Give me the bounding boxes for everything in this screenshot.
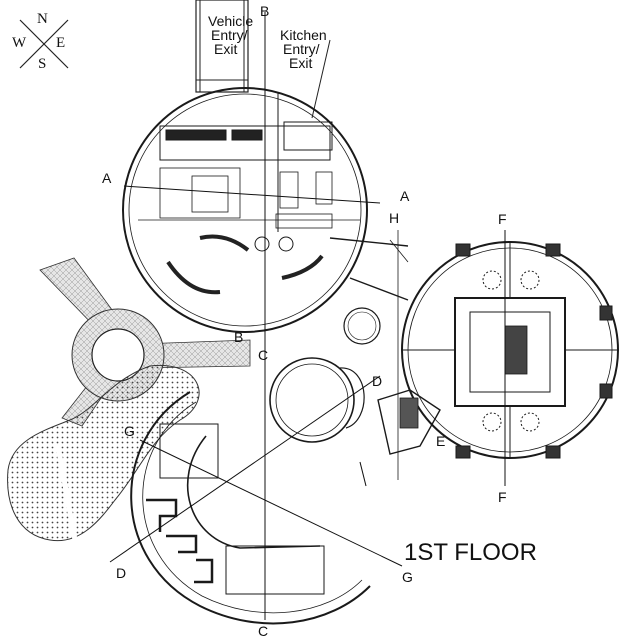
- social-library-building: [130, 391, 371, 625]
- compass-south-label: S: [38, 56, 46, 72]
- section-marker-f-bottom: F: [498, 489, 507, 505]
- compass-north-label: N: [37, 11, 48, 27]
- vehicle-entry-line-3: Exit: [214, 41, 237, 57]
- section-marker-g-right: G: [402, 569, 413, 585]
- vehicle-corridor: [195, 0, 249, 93]
- kitchen-entry-line-2: Entry/: [283, 41, 320, 57]
- floor-title: 1ST FLOOR: [404, 539, 537, 566]
- kitchen-entry-line-1: Kitchen: [280, 27, 327, 43]
- kitchen-dining-building: [122, 87, 368, 333]
- section-marker-a-left: A: [102, 170, 112, 186]
- compass-west-label: W: [12, 35, 27, 51]
- vehicle-entry-line-2: Entry/: [211, 27, 248, 43]
- section-marker-c-bottom: C: [258, 623, 268, 639]
- pond: [7, 364, 200, 542]
- section-marker-h: H: [389, 210, 399, 226]
- section-marker-b-mid: B: [234, 329, 243, 345]
- section-marker-b-top: B: [260, 3, 269, 19]
- vehicle-entry-line-1: Vehicle: [208, 13, 253, 29]
- link-corridor: [329, 230, 409, 480]
- section-marker-d-left: D: [116, 565, 126, 581]
- bedroom-building: [401, 241, 619, 459]
- compass-rose: N S E W: [12, 11, 69, 72]
- section-marker-c-mid: C: [258, 347, 268, 363]
- section-marker-f-top: F: [498, 211, 507, 227]
- section-marker-e: E: [436, 433, 445, 449]
- section-marker-a-right: A: [400, 188, 410, 204]
- section-marker-g-left: G: [124, 423, 135, 439]
- central-court: [269, 307, 441, 455]
- section-marker-d-right: D: [372, 373, 382, 389]
- section-lines: [109, 12, 506, 620]
- kitchen-entry-line-3: Exit: [289, 55, 312, 71]
- compass-east-label: E: [56, 35, 65, 51]
